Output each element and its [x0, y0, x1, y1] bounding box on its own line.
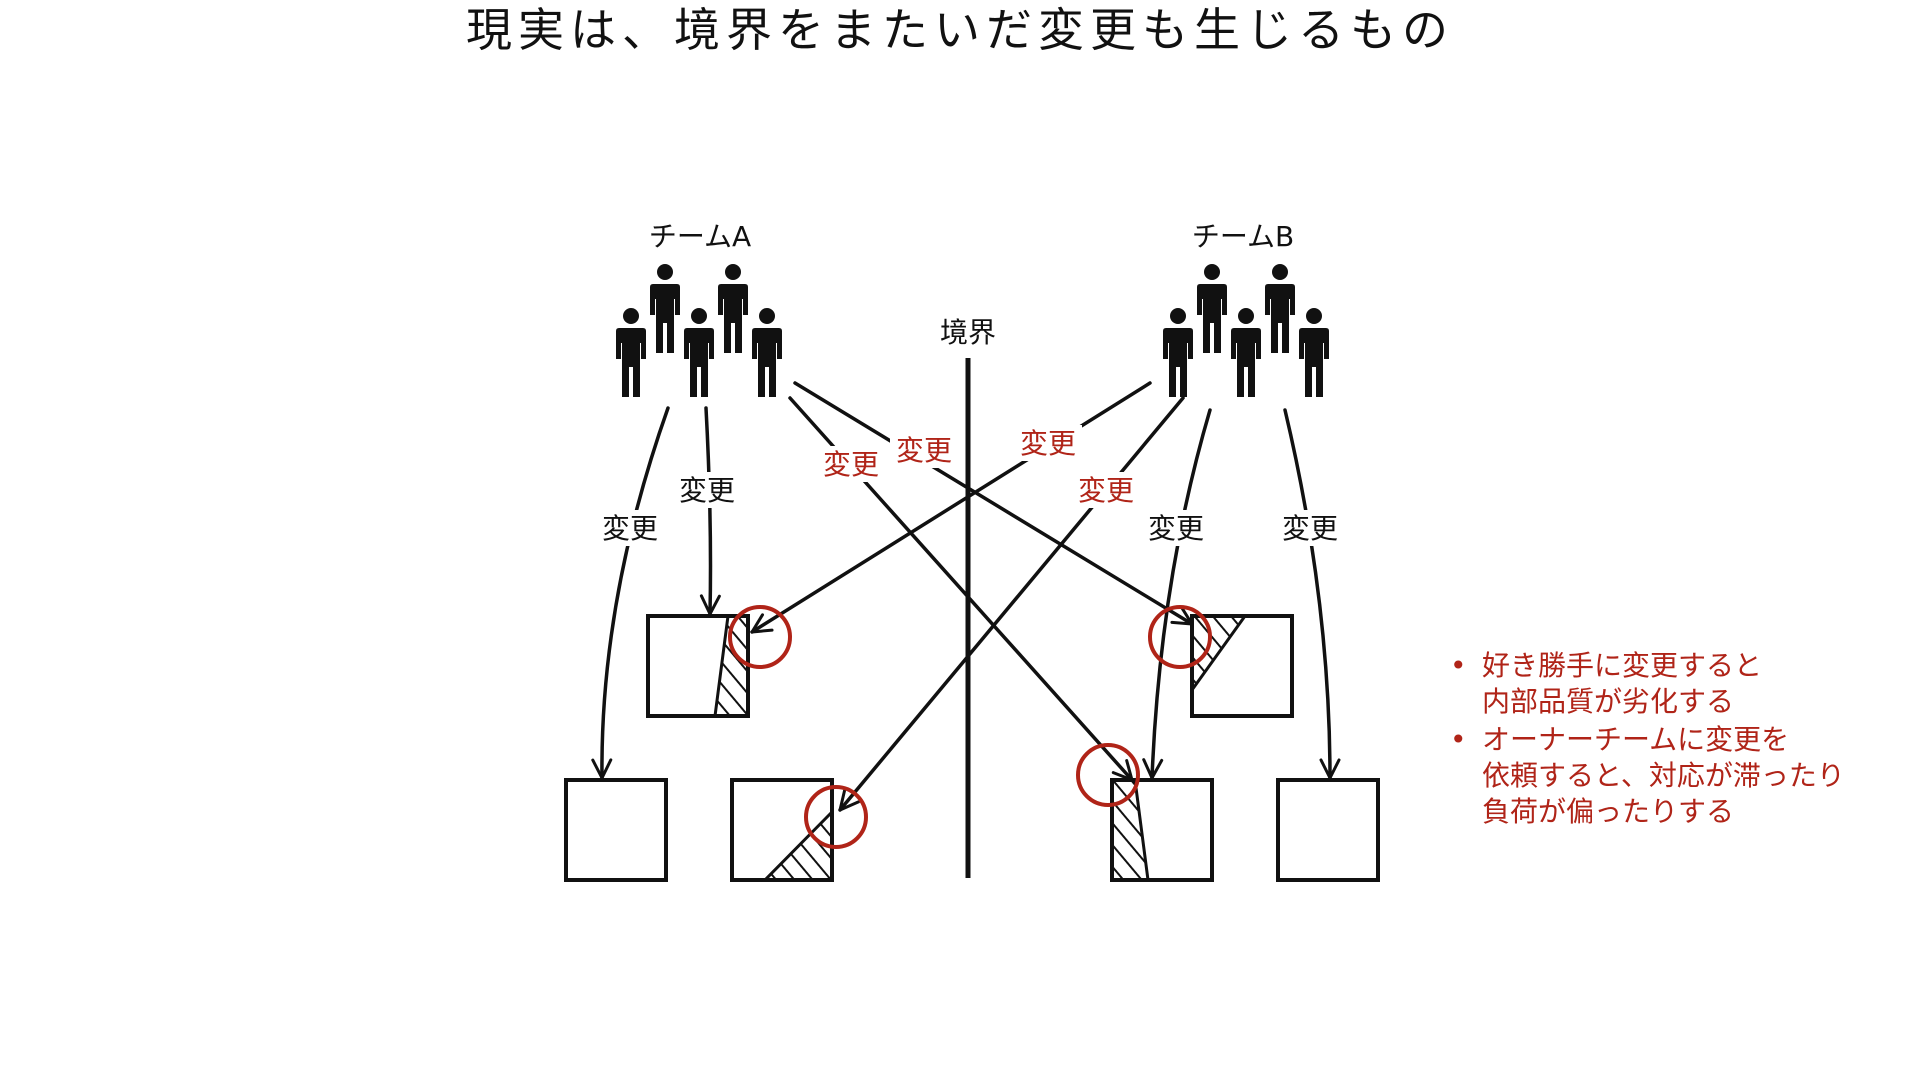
arrow-label-cross-a-2: 変更: [896, 434, 952, 467]
bullet: •: [1450, 649, 1467, 682]
highlight-circle: [1148, 605, 1212, 669]
degraded-area: [1190, 614, 1248, 695]
highlight-circle: [728, 605, 792, 669]
person-icon: [650, 264, 680, 353]
person-icon: [616, 308, 646, 397]
note-item: • 好き勝手に変更すると 内部品質が劣化する: [1446, 648, 1916, 720]
module-b-top: [1190, 614, 1294, 718]
team-a-people: [616, 264, 782, 397]
note-line: 負荷が偏ったりする: [1482, 795, 1735, 828]
boundary-label: 境界: [940, 316, 996, 349]
arrow-b-to-module-a-top: [750, 381, 1152, 634]
module-a-top: [646, 614, 750, 718]
note-line: オーナーチームに変更を: [1482, 723, 1790, 756]
note-line: 内部品質が劣化する: [1482, 685, 1735, 718]
arrow-label-a-left: 変更: [602, 512, 658, 545]
highlight-circle: [1076, 743, 1140, 807]
arrow-label-cross-a-1: 変更: [823, 448, 879, 481]
team-b-label: チームB: [1192, 220, 1294, 253]
arrow-label-cross-b-1: 変更: [1020, 427, 1076, 460]
person-icon: [1299, 308, 1329, 397]
arrow-label-cross-b-2: 変更: [1078, 474, 1134, 507]
arrow-a-to-bottom-left: [591, 406, 670, 780]
bullet: •: [1450, 723, 1467, 756]
arrow-b-to-module-b-bottom-right: [1283, 408, 1341, 780]
person-icon: [752, 308, 782, 397]
arrow-a-to-module-b-top: [793, 381, 1194, 626]
note-line: 依頼すると、対応が滞ったり: [1482, 759, 1845, 792]
arrow-b-to-module-b-bottom-left: [1142, 408, 1212, 780]
person-icon: [1197, 264, 1227, 353]
team-a-label: チームA: [649, 220, 751, 253]
person-icon: [1265, 264, 1295, 353]
note-item: • オーナーチームに変更を 依頼すると、対応が滞ったり 負荷が偏ったりする: [1446, 722, 1916, 830]
arrow-label-b-right: 変更: [1282, 512, 1338, 545]
team-b-people: [1163, 264, 1329, 397]
highlight-circle: [804, 785, 868, 849]
person-icon: [1163, 308, 1193, 397]
note-line: 好き勝手に変更すると: [1482, 649, 1763, 682]
person-icon: [1231, 308, 1261, 397]
arrow-label-b-mid: 変更: [1148, 512, 1204, 545]
person-icon: [684, 308, 714, 397]
arrow-b-to-module-a-bottom: [838, 396, 1185, 812]
module-a-bottom-left: [564, 778, 668, 882]
slide-title: 現実は、境界をまたいだ変更も生じるもの: [466, 3, 1454, 57]
notes-list: • 好き勝手に変更すると 内部品質が劣化する • オーナーチームに変更を 依頼す…: [1446, 648, 1916, 832]
arrow-a-to-top: [699, 406, 721, 616]
module-b-bottom-left: [1110, 778, 1214, 882]
module-b-bottom-right: [1276, 778, 1380, 882]
arrow-label-a-mid: 変更: [679, 474, 735, 507]
person-icon: [718, 264, 748, 353]
